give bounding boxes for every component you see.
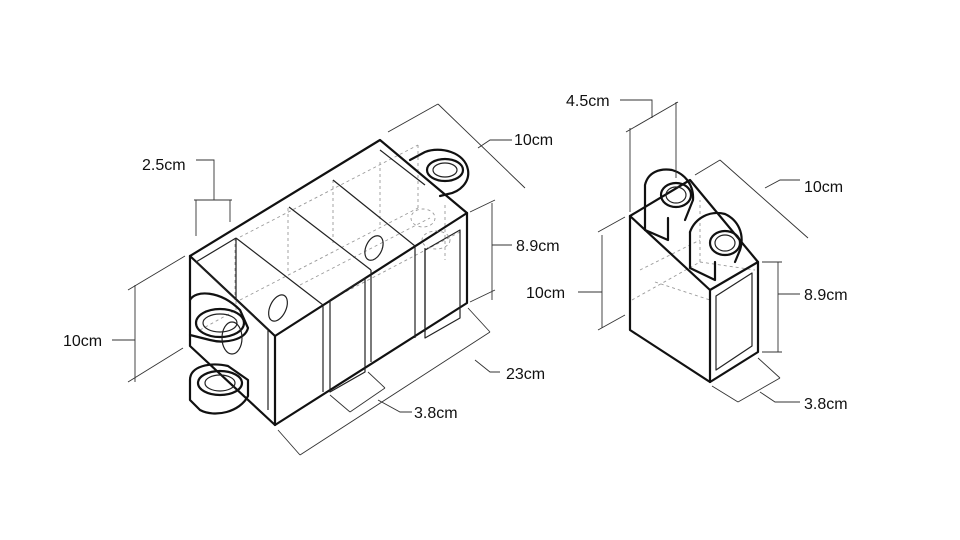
left-front-opening — [195, 261, 269, 410]
left-partitions — [235, 149, 426, 306]
right-width-label: 3.8cm — [804, 396, 848, 413]
left-connector-bottom — [188, 363, 250, 415]
left-inner-height-label: 8.9cm — [516, 238, 560, 255]
left-length-label: 23cm — [506, 366, 545, 383]
right-connector-height-label: 4.5cm — [566, 93, 610, 110]
left-connector-front — [188, 292, 250, 355]
left-dimension-lines — [112, 103, 526, 456]
right-front-opening — [715, 272, 753, 371]
right-connector-lower — [688, 211, 743, 282]
right-module: 4.5cm 10cm 10cm 8.9cm 3.8cm — [526, 93, 848, 413]
left-hidden-lines — [199, 144, 461, 331]
left-overall-height-label: 10cm — [63, 333, 102, 350]
left-connector-offset-label: 2.5cm — [142, 157, 186, 174]
left-internal-pipe-2 — [364, 235, 384, 261]
left-connector-top-right — [408, 148, 470, 198]
right-hidden-lines — [631, 200, 756, 301]
right-depth-label: 10cm — [804, 179, 843, 196]
left-side-cells — [329, 229, 461, 393]
left-box-side-face — [273, 211, 469, 427]
right-dimension-lines — [578, 99, 809, 403]
left-wall-width-label: 3.8cm — [414, 405, 458, 422]
right-connector-upper — [643, 168, 695, 242]
right-box-top-face — [628, 178, 760, 292]
right-box-front-face — [708, 260, 760, 384]
right-box-left-face — [628, 214, 712, 384]
left-depth-label: 10cm — [514, 132, 553, 149]
right-inner-height-label: 8.9cm — [804, 287, 848, 304]
right-overall-height-label: 10cm — [526, 285, 565, 302]
left-module: 10cm 2.5cm 10cm 8.9cm 23cm 3.8cm — [63, 103, 560, 456]
left-internal-pipe-1 — [268, 294, 288, 322]
